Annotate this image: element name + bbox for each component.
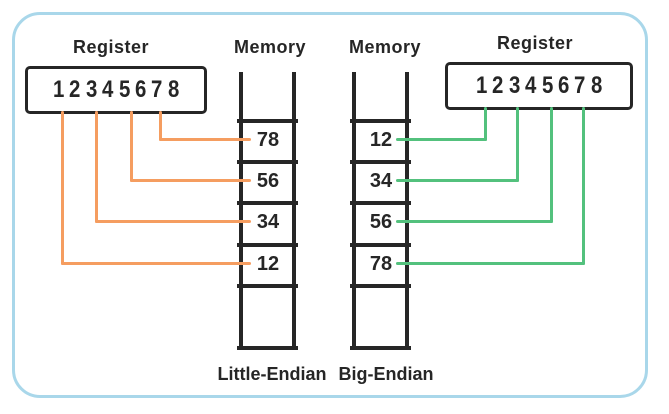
memory-cell: 56 xyxy=(256,170,280,192)
ladder-rung xyxy=(237,160,298,164)
outer-frame xyxy=(12,12,648,398)
ladder-rail xyxy=(405,72,409,350)
memory-cell: 34 xyxy=(369,170,393,192)
ladder-rung xyxy=(350,346,411,350)
register-digit: 8 xyxy=(167,76,179,103)
ladder-rung xyxy=(350,160,411,164)
connector-line xyxy=(396,179,519,182)
ladder-rail xyxy=(239,72,243,350)
ladder-rung xyxy=(350,284,411,288)
connector-line xyxy=(516,107,519,182)
little-endian-caption: Little-Endian xyxy=(217,364,327,384)
connector-line xyxy=(396,138,487,141)
memory-cell: 78 xyxy=(256,129,280,151)
register-digit: 6 xyxy=(134,76,147,103)
memory-cell: 56 xyxy=(369,211,393,233)
register-digit: 3 xyxy=(508,72,521,99)
ladder-rung xyxy=(237,201,298,205)
connector-line xyxy=(95,220,251,223)
connector-line xyxy=(550,107,553,223)
connector-line xyxy=(61,111,64,265)
register-digit: 5 xyxy=(118,76,130,103)
ladder-rail xyxy=(292,72,296,350)
memory-cell: 78 xyxy=(369,253,393,275)
connector-line xyxy=(130,111,133,182)
ladder-rail xyxy=(352,72,356,350)
connector-line xyxy=(159,111,162,141)
connector-line xyxy=(159,138,251,141)
ladder-rung xyxy=(350,243,411,247)
register-digit: 3 xyxy=(85,76,98,103)
register-digit: 6 xyxy=(557,72,570,99)
ladder-rung xyxy=(237,243,298,247)
connector-line xyxy=(582,107,585,265)
register-digit: 2 xyxy=(69,76,81,103)
memory-cell: 12 xyxy=(256,253,280,275)
register-digit: 7 xyxy=(151,76,163,103)
connector-line xyxy=(396,220,553,223)
right-register-box: 1 2 3 4 5 6 7 8 xyxy=(445,62,633,110)
left-memory-title: Memory xyxy=(233,37,307,57)
memory-cell: 34 xyxy=(256,211,280,233)
register-digit: 7 xyxy=(574,72,586,99)
right-memory-title: Memory xyxy=(348,37,422,57)
memory-cell: 12 xyxy=(369,129,393,151)
right-register-title: Register xyxy=(496,33,574,53)
connector-line xyxy=(484,107,487,141)
register-digit: 1 xyxy=(53,76,65,103)
register-digit: 1 xyxy=(476,72,488,99)
connector-line xyxy=(396,262,585,265)
connector-line xyxy=(61,262,251,265)
register-digit: 4 xyxy=(525,72,537,99)
ladder-rung xyxy=(350,119,411,123)
register-digit: 2 xyxy=(492,72,504,99)
register-digit: 8 xyxy=(590,72,602,99)
register-digit: 4 xyxy=(102,76,114,103)
ladder-rung xyxy=(237,119,298,123)
ladder-rung xyxy=(237,346,298,350)
ladder-rung xyxy=(237,284,298,288)
ladder-rung xyxy=(350,201,411,205)
left-register-title: Register xyxy=(72,37,150,57)
register-digit: 5 xyxy=(541,72,553,99)
connector-line xyxy=(130,179,251,182)
connector-line xyxy=(95,111,98,223)
left-register-box: 1 2 3 4 5 6 7 8 xyxy=(25,66,207,114)
big-endian-caption: Big-Endian xyxy=(338,364,434,384)
